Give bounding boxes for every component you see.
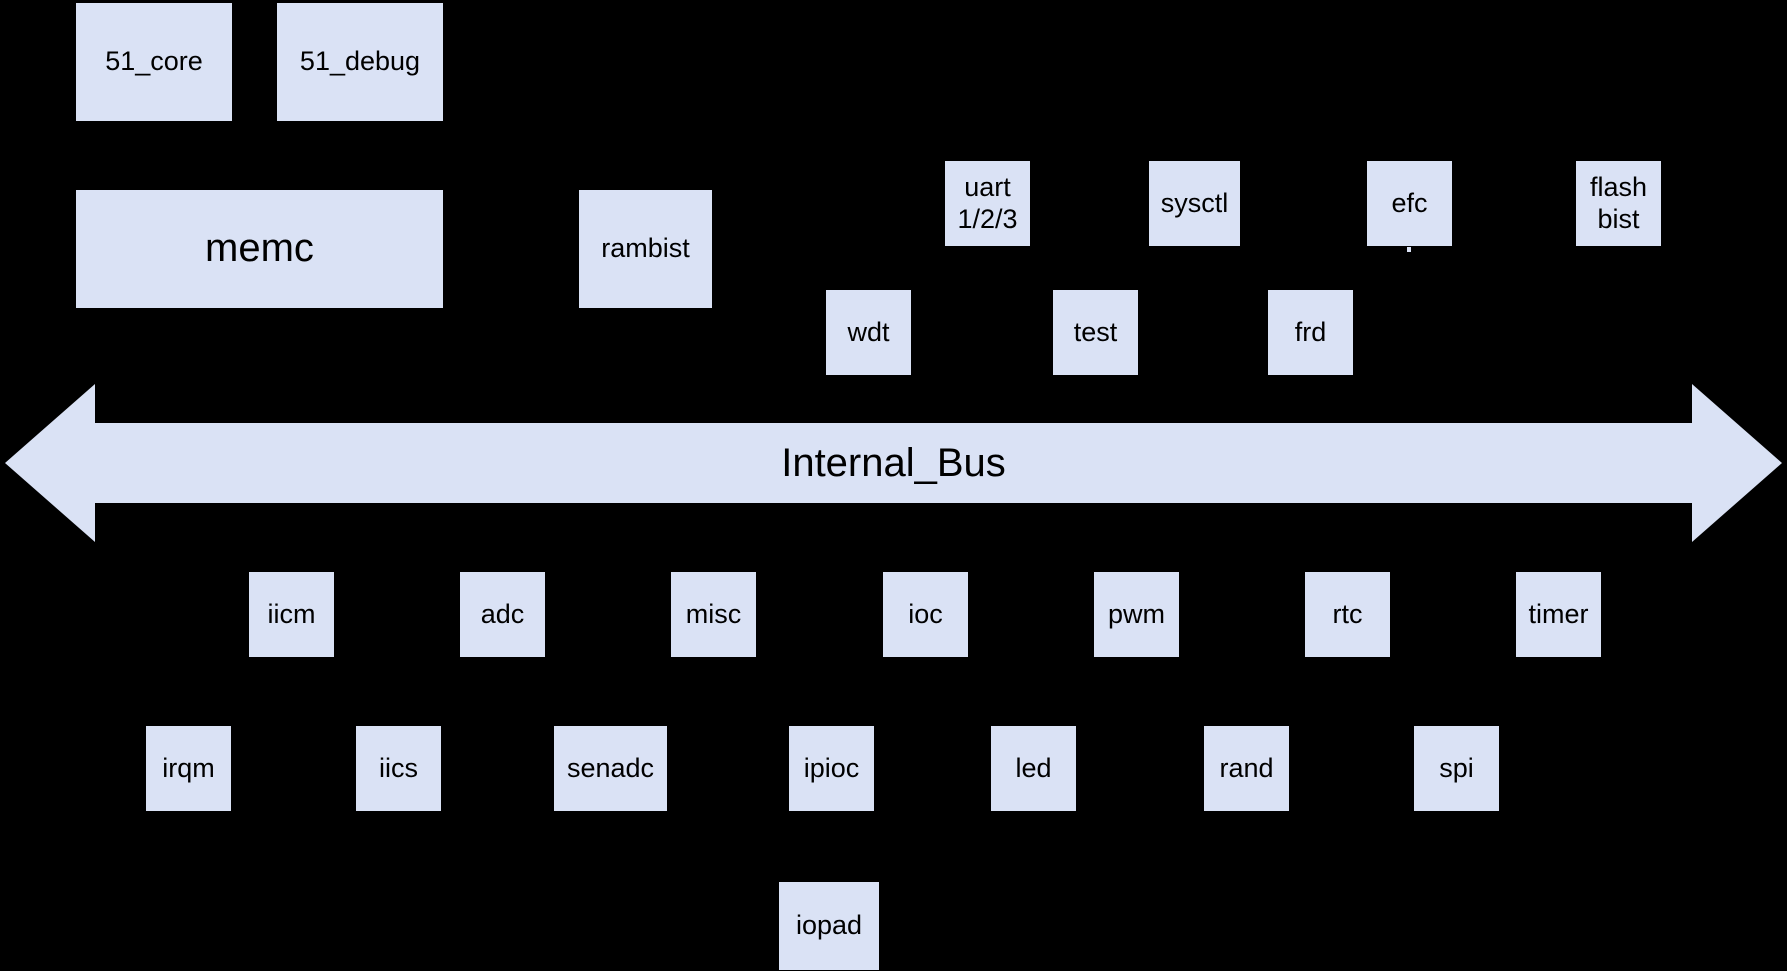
block-label-senadc: senadc — [566, 752, 655, 783]
block-led[interactable]: led — [991, 726, 1076, 811]
block-rand[interactable]: rand — [1204, 726, 1289, 811]
block-label-spi: spi — [1439, 752, 1474, 783]
block-label-ioc: ioc — [908, 598, 943, 629]
block-label-adc: adc — [480, 598, 525, 629]
block-label-ipioc: ipioc — [803, 752, 860, 783]
block-label-flashbist: flash bist — [1589, 171, 1648, 234]
block-label-debug_51: 51_debug — [299, 46, 421, 77]
block-label-led: led — [1015, 752, 1052, 783]
block-pwm[interactable]: pwm — [1094, 572, 1179, 657]
block-memc[interactable]: memc — [76, 190, 443, 308]
block-senadc[interactable]: senadc — [554, 726, 667, 811]
block-timer[interactable]: timer — [1516, 572, 1601, 657]
block-frd[interactable]: frd — [1268, 290, 1353, 375]
block-core_51[interactable]: 51_core — [76, 3, 232, 121]
block-label-pwm: pwm — [1107, 598, 1165, 629]
block-iopad[interactable]: iopad — [779, 882, 879, 970]
block-label-iicm: iicm — [267, 598, 316, 629]
block-label-iics: iics — [379, 752, 418, 783]
block-label-uart: uart 1/2/3 — [957, 171, 1018, 234]
block-label-rand: rand — [1219, 752, 1274, 783]
block-label-sysctl: sysctl — [1160, 187, 1229, 218]
block-label-frd: frd — [1294, 316, 1327, 347]
block-efc[interactable]: efc — [1367, 161, 1452, 246]
block-label-memc: memc — [205, 226, 314, 271]
block-irqm[interactable]: irqm — [146, 726, 231, 811]
block-misc[interactable]: misc — [671, 572, 756, 657]
block-label-timer: timer — [1528, 598, 1589, 629]
block-label-wdt: wdt — [847, 316, 890, 347]
block-rtc[interactable]: rtc — [1305, 572, 1390, 657]
block-label-core_51: 51_core — [105, 46, 203, 77]
block-uart[interactable]: uart 1/2/3 — [945, 161, 1030, 246]
block-ipioc[interactable]: ipioc — [789, 726, 874, 811]
block-debug_51[interactable]: 51_debug — [277, 3, 443, 121]
block-rambist[interactable]: rambist — [579, 190, 712, 308]
block-label-irqm: irqm — [162, 752, 215, 783]
block-ioc[interactable]: ioc — [883, 572, 968, 657]
block-label-rtc: rtc — [1332, 598, 1363, 629]
block-flashbist[interactable]: flash bist — [1576, 161, 1661, 246]
block-adc[interactable]: adc — [460, 572, 545, 657]
block-iicm[interactable]: iicm — [249, 572, 334, 657]
block-spi[interactable]: spi — [1414, 726, 1499, 811]
block-label-efc: efc — [1391, 187, 1428, 218]
block-label-iopad: iopad — [795, 910, 863, 941]
block-iics[interactable]: iics — [356, 726, 441, 811]
internal-bus-arrow — [5, 374, 1782, 552]
block-label-test: test — [1073, 316, 1118, 347]
block-label-rambist: rambist — [601, 233, 690, 264]
bus-arrow-shape — [5, 384, 1782, 542]
block-test[interactable]: test — [1053, 290, 1138, 375]
block-label-misc: misc — [685, 598, 742, 629]
block-wdt[interactable]: wdt — [826, 290, 911, 375]
block-sysctl[interactable]: sysctl — [1149, 161, 1240, 246]
efc-connector-speck — [1407, 247, 1411, 252]
